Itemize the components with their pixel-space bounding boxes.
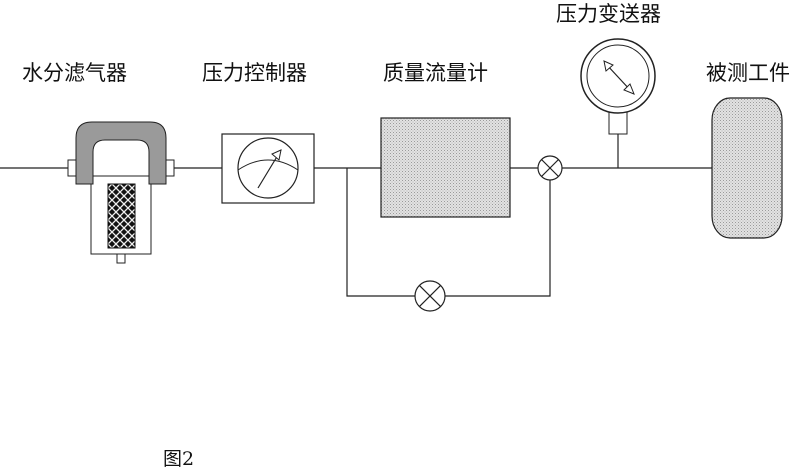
filter-port-right	[165, 159, 175, 177]
filter-drain	[116, 253, 126, 264]
bypass-valve	[414, 280, 446, 312]
mass-flow-meter	[380, 117, 511, 218]
gauge-arrow-tail-icon	[623, 83, 635, 95]
main-valve-cross-b	[541, 159, 559, 177]
label-water-filter: 水分滤气器	[22, 61, 127, 85]
pressure-controller	[221, 133, 315, 204]
pressure-transmitter	[580, 38, 656, 135]
gauge-arrow-tip-icon	[603, 60, 614, 72]
label-workpiece: 被测工件	[706, 61, 790, 85]
tested-workpiece	[711, 97, 783, 239]
water-filter	[67, 121, 175, 264]
filter-cap	[75, 121, 167, 185]
label-pressure-transmitter: 压力变送器	[556, 2, 661, 26]
bypass-pipe-right	[445, 180, 551, 297]
filter-port-left	[67, 159, 77, 177]
gauge-neck	[608, 111, 628, 135]
bypass-valve-cross-b	[418, 284, 442, 308]
label-pressure-controller: 压力控制器	[202, 61, 307, 85]
pipeline	[0, 134, 712, 297]
filter-element	[107, 183, 136, 249]
controller-dial	[237, 137, 299, 199]
controller-arrow-icon	[271, 149, 282, 161]
bypass-pipe-left	[346, 168, 415, 297]
label-mass-flow-meter: 质量流量计	[383, 61, 488, 85]
figure-caption: 图2	[163, 448, 195, 470]
main-valve	[537, 155, 563, 181]
gauge-face	[586, 44, 650, 108]
controller-spring-curve	[237, 159, 299, 171]
